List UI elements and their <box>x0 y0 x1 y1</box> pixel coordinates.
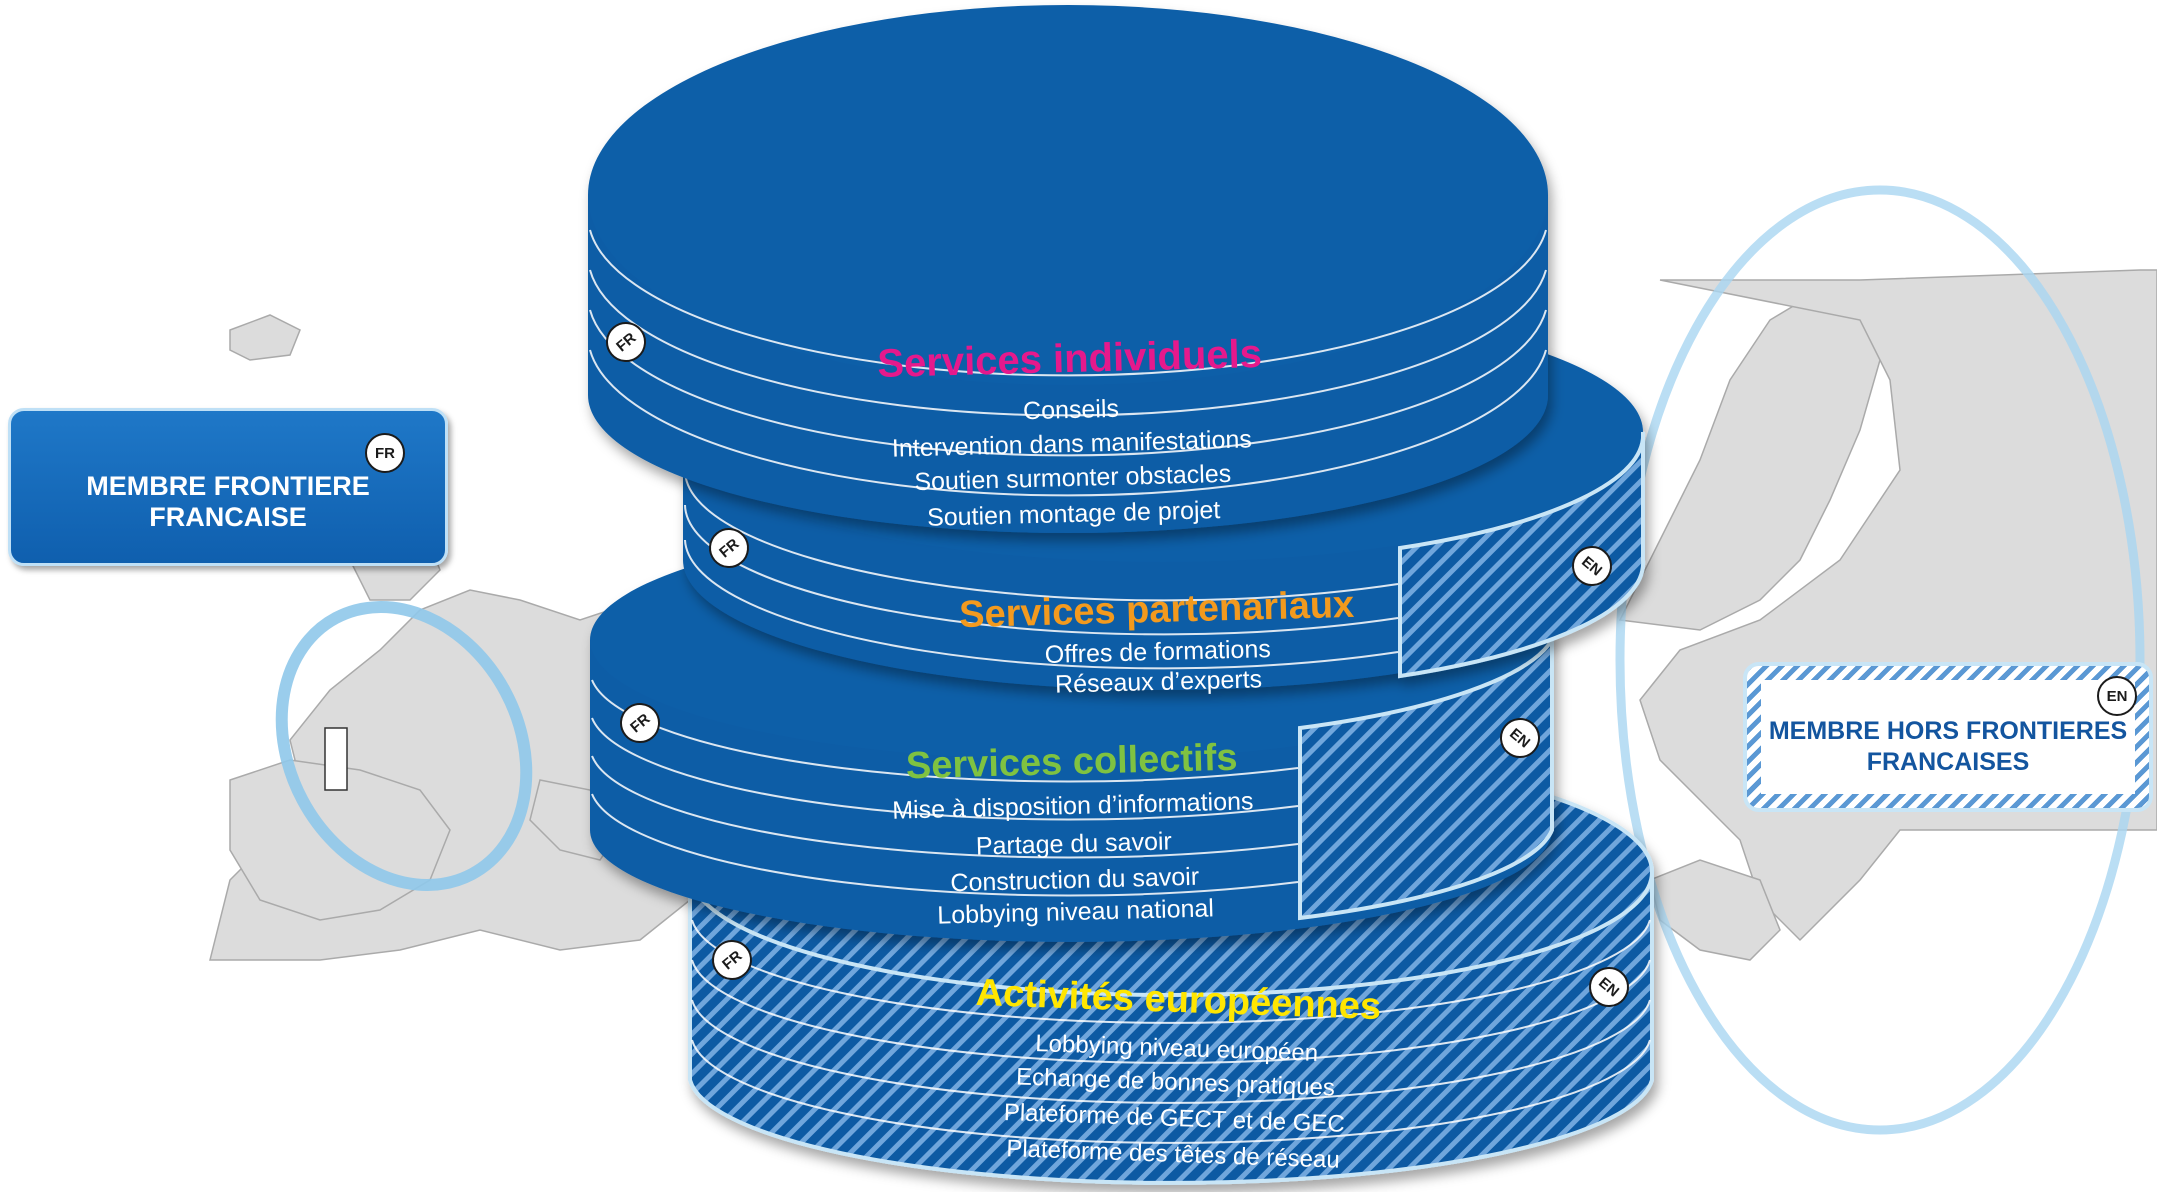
tier-3-item: Construction du savoir <box>950 863 1199 898</box>
tier-3-item: Partage du savoir <box>976 827 1173 860</box>
tier-3-title: Services collectifs <box>905 737 1238 788</box>
tier-1-labels: Services individuelsConseilsIntervention… <box>877 332 1263 532</box>
member-en-label: MEMBRE HORS FRONTIERES FRANCAISES <box>1768 716 2128 776</box>
member-en-inner: MEMBRE HORS FRONTIERES FRANCAISES <box>1761 680 2135 794</box>
europe-halo <box>1615 185 2145 1135</box>
member-fr-badge: FR <box>365 433 405 473</box>
tier-2-item: Offres de formations <box>1044 635 1271 669</box>
tier-2-item: Réseaux d’experts <box>1055 665 1263 698</box>
map-iceland <box>229 314 301 361</box>
tier1-top <box>588 5 1548 385</box>
tier-2-title: Services partenariaux <box>959 584 1355 636</box>
tier2-en-wedge <box>1398 431 1646 679</box>
tier-1-item: Conseils <box>1023 395 1120 426</box>
member-frontiere-francaise-box: FR MEMBRE FRONTIERE FRANCAISE <box>8 408 448 566</box>
tier-1-title: Services individuels <box>877 332 1263 386</box>
member-fr-label: MEMBRE FRONTIERE FRANCAISE <box>86 471 370 532</box>
france-marker <box>324 727 348 791</box>
member-en-badge: EN <box>2097 676 2137 716</box>
tier3-en-wedge <box>1298 632 1554 921</box>
member-hors-frontieres-box: EN MEMBRE HORS FRONTIERES FRANCAISES <box>1743 662 2153 812</box>
france-halo <box>275 601 533 891</box>
tier-services-individuels <box>588 5 1548 533</box>
